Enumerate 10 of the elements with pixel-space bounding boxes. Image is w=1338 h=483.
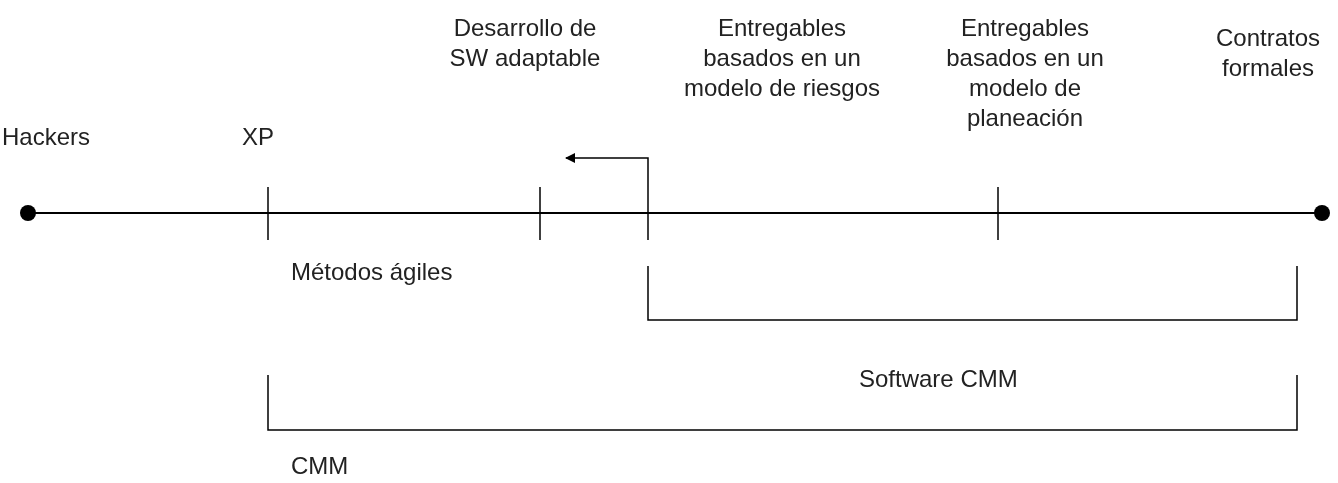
timeline-label: Contratos formales <box>1214 23 1322 83</box>
timeline-label: Entregables basados en un modelo de riesgos <box>682 13 882 103</box>
timeline-label: Hackers <box>2 122 92 152</box>
range-label: CMM <box>291 451 350 481</box>
timeline-label: Entregables basados en un modelo de planeación <box>945 13 1105 133</box>
arrow <box>565 153 649 188</box>
timeline-label: XP <box>241 122 275 152</box>
timeline-label: Desarrollo de SW adaptable <box>448 13 602 73</box>
range-label: Software CMM <box>859 364 1019 394</box>
range-label: Métodos ágiles <box>291 257 454 287</box>
